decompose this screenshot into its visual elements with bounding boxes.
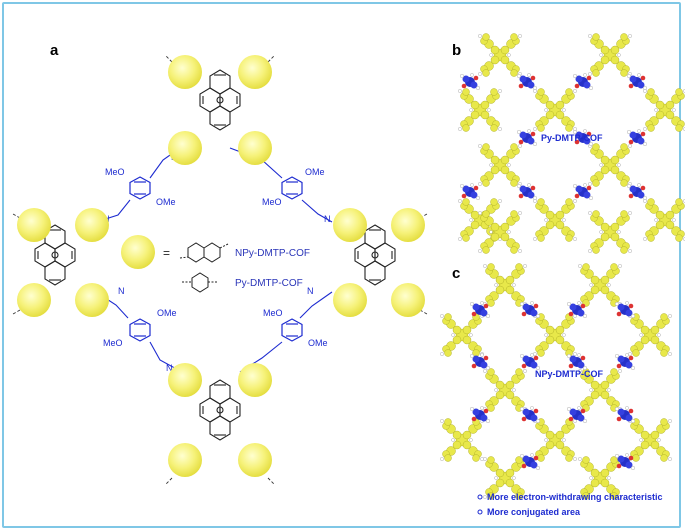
sphere — [75, 208, 109, 242]
structure-b-label: Py-DMTP-COF — [541, 133, 603, 143]
dimethoxy-linker-ring — [129, 176, 151, 200]
structure-c-label: NPy-DMTP-COF — [535, 369, 603, 379]
methoxy-label: MeO — [263, 308, 283, 318]
sphere — [238, 363, 272, 397]
sphere — [168, 131, 202, 165]
dimethoxy-linker-ring — [281, 318, 303, 342]
sphere — [391, 283, 425, 317]
sphere — [391, 208, 425, 242]
substituent-legend: = NPy-DMTP-COF Py-DMTP-COF — [121, 235, 310, 293]
structure-b — [458, 33, 685, 254]
nitrogen-label: N — [324, 214, 331, 224]
bullet-item: More electron-withdrawing characteristic — [487, 492, 663, 502]
legend-naphthyl-cof: NPy-DMTP-COF — [235, 248, 310, 259]
nitrogen-label: N — [118, 286, 125, 296]
pyrene-core-bottom — [199, 379, 241, 441]
nitrogen-label: N — [307, 286, 314, 296]
structure-c — [440, 263, 672, 500]
legend-equals: = — [163, 246, 170, 260]
naphthyl-icon — [179, 242, 229, 263]
methoxy-label: OMe — [156, 197, 176, 207]
sphere — [238, 131, 272, 165]
legend-phenyl-cof: Py-DMTP-COF — [235, 278, 303, 289]
panel-label-c: c — [452, 265, 460, 282]
panel-c: c NPy-DMTP-COF More electron- — [440, 263, 672, 517]
methoxy-label: OMe — [157, 308, 177, 318]
sphere — [17, 283, 51, 317]
pyrene-core-top — [199, 69, 241, 131]
methoxy-label: MeO — [262, 197, 282, 207]
sphere — [333, 283, 367, 317]
methoxy-label: MeO — [105, 167, 125, 177]
panel-b: b Py-DMTP-COF — [452, 33, 685, 254]
methoxy-label: OMe — [305, 167, 325, 177]
bullet-marker — [477, 509, 483, 515]
panel-label-b: b — [452, 42, 461, 59]
dimethoxy-linker-ring — [129, 318, 151, 342]
dimethoxy-linker-ring — [281, 176, 303, 200]
sphere — [75, 283, 109, 317]
substituent-spheres — [17, 55, 425, 477]
legend-sphere — [121, 235, 155, 269]
phenyl-icon — [182, 272, 218, 293]
panel-a: a MeO OMe OMe MeO — [12, 42, 428, 485]
panel-label-a: a — [50, 42, 59, 59]
sphere — [333, 208, 367, 242]
sphere — [238, 443, 272, 477]
nitrogen-label: N — [166, 363, 173, 373]
methoxy-label: OMe — [308, 338, 328, 348]
sphere — [168, 363, 202, 397]
sphere — [238, 55, 272, 89]
bullet-item: More conjugated area — [487, 507, 581, 517]
sphere — [168, 443, 202, 477]
bullet-marker — [477, 494, 483, 500]
sphere — [168, 55, 202, 89]
bullet-list: More electron-withdrawing characteristic… — [477, 492, 663, 517]
methoxy-label: MeO — [103, 338, 123, 348]
sphere — [17, 208, 51, 242]
